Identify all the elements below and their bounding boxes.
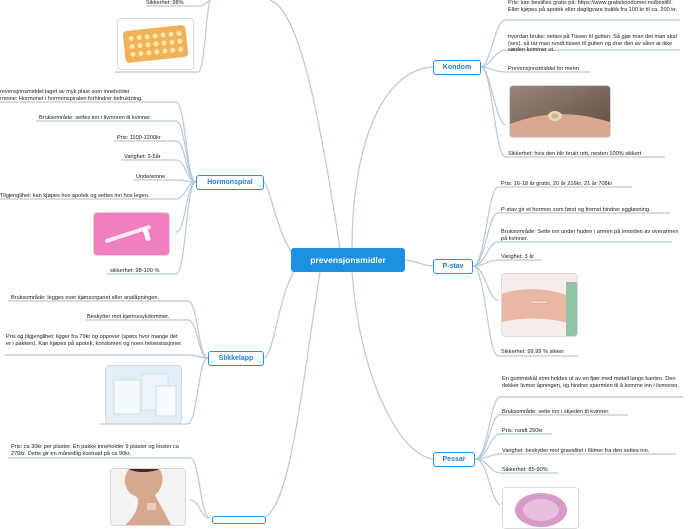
implant-arm-image: [501, 273, 578, 337]
pstav-usage[interactable]: Bruksområde: Sette inn under huden i arm…: [501, 229, 681, 242]
pill-blister-image: [117, 18, 194, 70]
diaphragm-image: [502, 487, 579, 529]
slikkelapp-protects[interactable]: Beskytter mot kjønnssykdommer.: [87, 314, 187, 321]
pessar-usage[interactable]: Bruksområde: sette inn i skjeden til kvi…: [502, 409, 642, 416]
hormonspiral-desc-2[interactable]: rmone: Hormonet i hormonspiralen forhind…: [0, 96, 176, 103]
hormonspiral-desc-1[interactable]: revensjonsmiddel laget av myk plast som …: [0, 89, 176, 96]
dental-dam-image: [105, 365, 182, 424]
pstav-price[interactable]: Pris: 16-18 år gratis, 20 år 216kr, 21 å…: [501, 181, 676, 188]
pessar-safety[interactable]: Sikkerhet: 85-90%: [502, 467, 572, 474]
hormonspiral-availability[interactable]: Tilgjenglihet: kan kjøpes hos apotek og …: [0, 193, 176, 200]
slikkelapp-usage[interactable]: Bruksområde: legges over kjønsorganet el…: [11, 295, 187, 302]
top-safety[interactable]: Sikkerhet: 98%: [146, 0, 196, 7]
pessar-price[interactable]: Pris: rundt 250kr: [502, 428, 572, 435]
branch-pessar[interactable]: Pessar: [433, 452, 475, 467]
hormonal-iud-image: [93, 212, 170, 256]
branch-plaster[interactable]: [212, 516, 266, 524]
hormonspiral-usage[interactable]: Bruksområde: settes inn i livmoren til k…: [39, 115, 179, 122]
hormonspiral-price[interactable]: Pris: 1100-1200kr: [117, 135, 177, 142]
pessar-description[interactable]: En gummiskål som holdes ut av en fjær me…: [502, 376, 684, 389]
pstav-duration[interactable]: Varighet: 3 år: [501, 254, 561, 261]
hormonspiral-duration[interactable]: Varighet: 3-5år: [124, 154, 174, 161]
hormonspiral-subtopic[interactable]: Underemne: [136, 174, 176, 181]
kondom-for-men[interactable]: Prevensjonsmiddel for menn: [508, 66, 608, 73]
patch-woman-image: [110, 468, 186, 526]
branch-hormonspiral[interactable]: Hormonspiral: [196, 175, 264, 190]
condom-hand-image: [509, 85, 611, 138]
branch-slikkelapp[interactable]: Slikkelapp: [208, 351, 264, 366]
kondom-safety[interactable]: Sikkerhet: hvis den blir brukt rett, nes…: [508, 151, 683, 158]
hormonspiral-safety[interactable]: sikkerhet: 98-100 %: [110, 268, 180, 275]
slikkelapp-price[interactable]: Pris og tilgjenglihet: ligger fra 79kr o…: [6, 334, 184, 347]
pstav-hormone[interactable]: P-stav gir et hormon som først og fremst…: [501, 207, 686, 214]
branch-p-stav[interactable]: P-stav: [433, 259, 473, 274]
pessar-duration[interactable]: Varighet: beskytter mot graviditet i 6ti…: [502, 448, 687, 455]
kondom-price[interactable]: Pris: kan bestilles gratis på: https://w…: [508, 0, 683, 13]
root-node[interactable]: prevensjonsmidler: [291, 248, 405, 272]
plaster-price[interactable]: Pris: ca 30kr per plaster. En pakke inne…: [11, 444, 189, 457]
pstav-safety[interactable]: Sikkerhet: 99.99 % sikker: [501, 349, 591, 356]
kondom-usage[interactable]: hvordan bruke: settes på Tissen til gutt…: [508, 34, 686, 54]
branch-kondom[interactable]: Kondom: [433, 60, 481, 75]
